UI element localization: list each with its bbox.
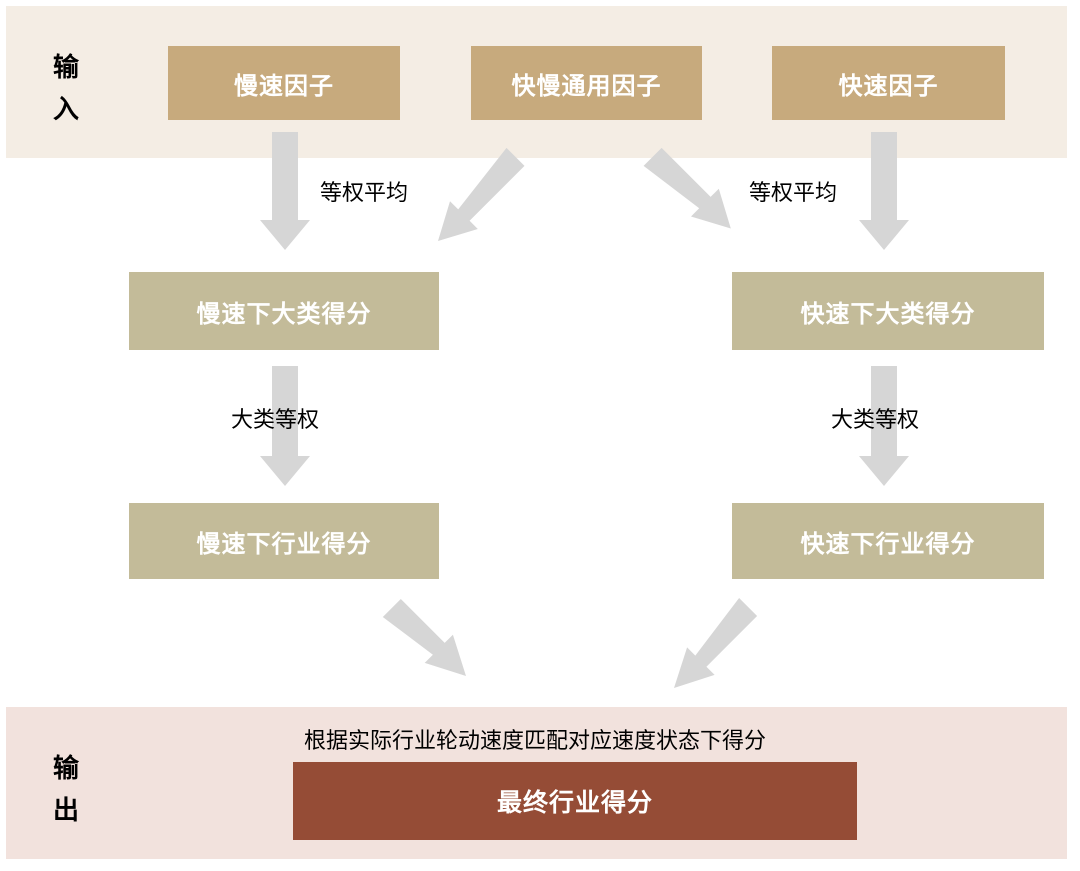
- input-label-char-2: 入: [52, 95, 79, 125]
- arrow-fast-to-fast-category: [859, 132, 909, 250]
- arrow-fast-category-to-industry: [859, 366, 909, 486]
- fast-factor-box: 快速因子: [772, 46, 1005, 120]
- fast-category-score-box: 快速下大类得分: [732, 272, 1044, 350]
- arrow-common-to-slow-category: [438, 147, 525, 241]
- final-industry-score-label: 最终行业得分: [496, 788, 653, 817]
- output-label: 输 出: [46, 748, 86, 832]
- input-label: 输 入: [46, 47, 86, 131]
- arrow-common-to-fast-category: [643, 147, 731, 229]
- fast-category-score-label: 快速下大类得分: [800, 299, 976, 328]
- slow-category-score-box: 慢速下大类得分: [129, 272, 439, 350]
- arrow-slow-industry-to-final: [382, 599, 466, 676]
- output-label-char-1: 输: [52, 754, 79, 784]
- left-category-weight-caption: 大类等权: [231, 408, 320, 433]
- fast-factor-label: 快速因子: [838, 71, 939, 100]
- input-label-char-1: 输: [52, 53, 79, 83]
- fast-industry-score-label: 快速下行业得分: [800, 529, 976, 558]
- right-equal-weight-caption: 等权平均: [749, 181, 838, 206]
- common-factor-label: 快慢通用因子: [511, 71, 662, 100]
- slow-category-score-label: 慢速下大类得分: [196, 299, 372, 328]
- common-factor-box: 快慢通用因子: [471, 46, 702, 120]
- arrow-slow-category-to-industry: [260, 366, 310, 486]
- slow-factor-box: 慢速因子: [168, 46, 400, 120]
- arrow-slow-to-slow-category: [260, 132, 310, 250]
- right-category-weight-caption: 大类等权: [831, 408, 920, 433]
- final-industry-score-box: 最终行业得分: [293, 762, 857, 840]
- left-equal-weight-caption: 等权平均: [320, 181, 409, 206]
- slow-industry-score-label: 慢速下行业得分: [196, 529, 372, 558]
- arrow-fast-industry-to-final: [674, 598, 758, 688]
- fast-industry-score-box: 快速下行业得分: [732, 503, 1044, 579]
- slow-industry-score-box: 慢速下行业得分: [129, 503, 439, 579]
- slow-factor-label: 慢速因子: [234, 71, 334, 100]
- output-label-char-2: 出: [52, 796, 79, 826]
- output-description: 根据实际行业轮动速度匹配对应速度状态下得分: [304, 729, 767, 754]
